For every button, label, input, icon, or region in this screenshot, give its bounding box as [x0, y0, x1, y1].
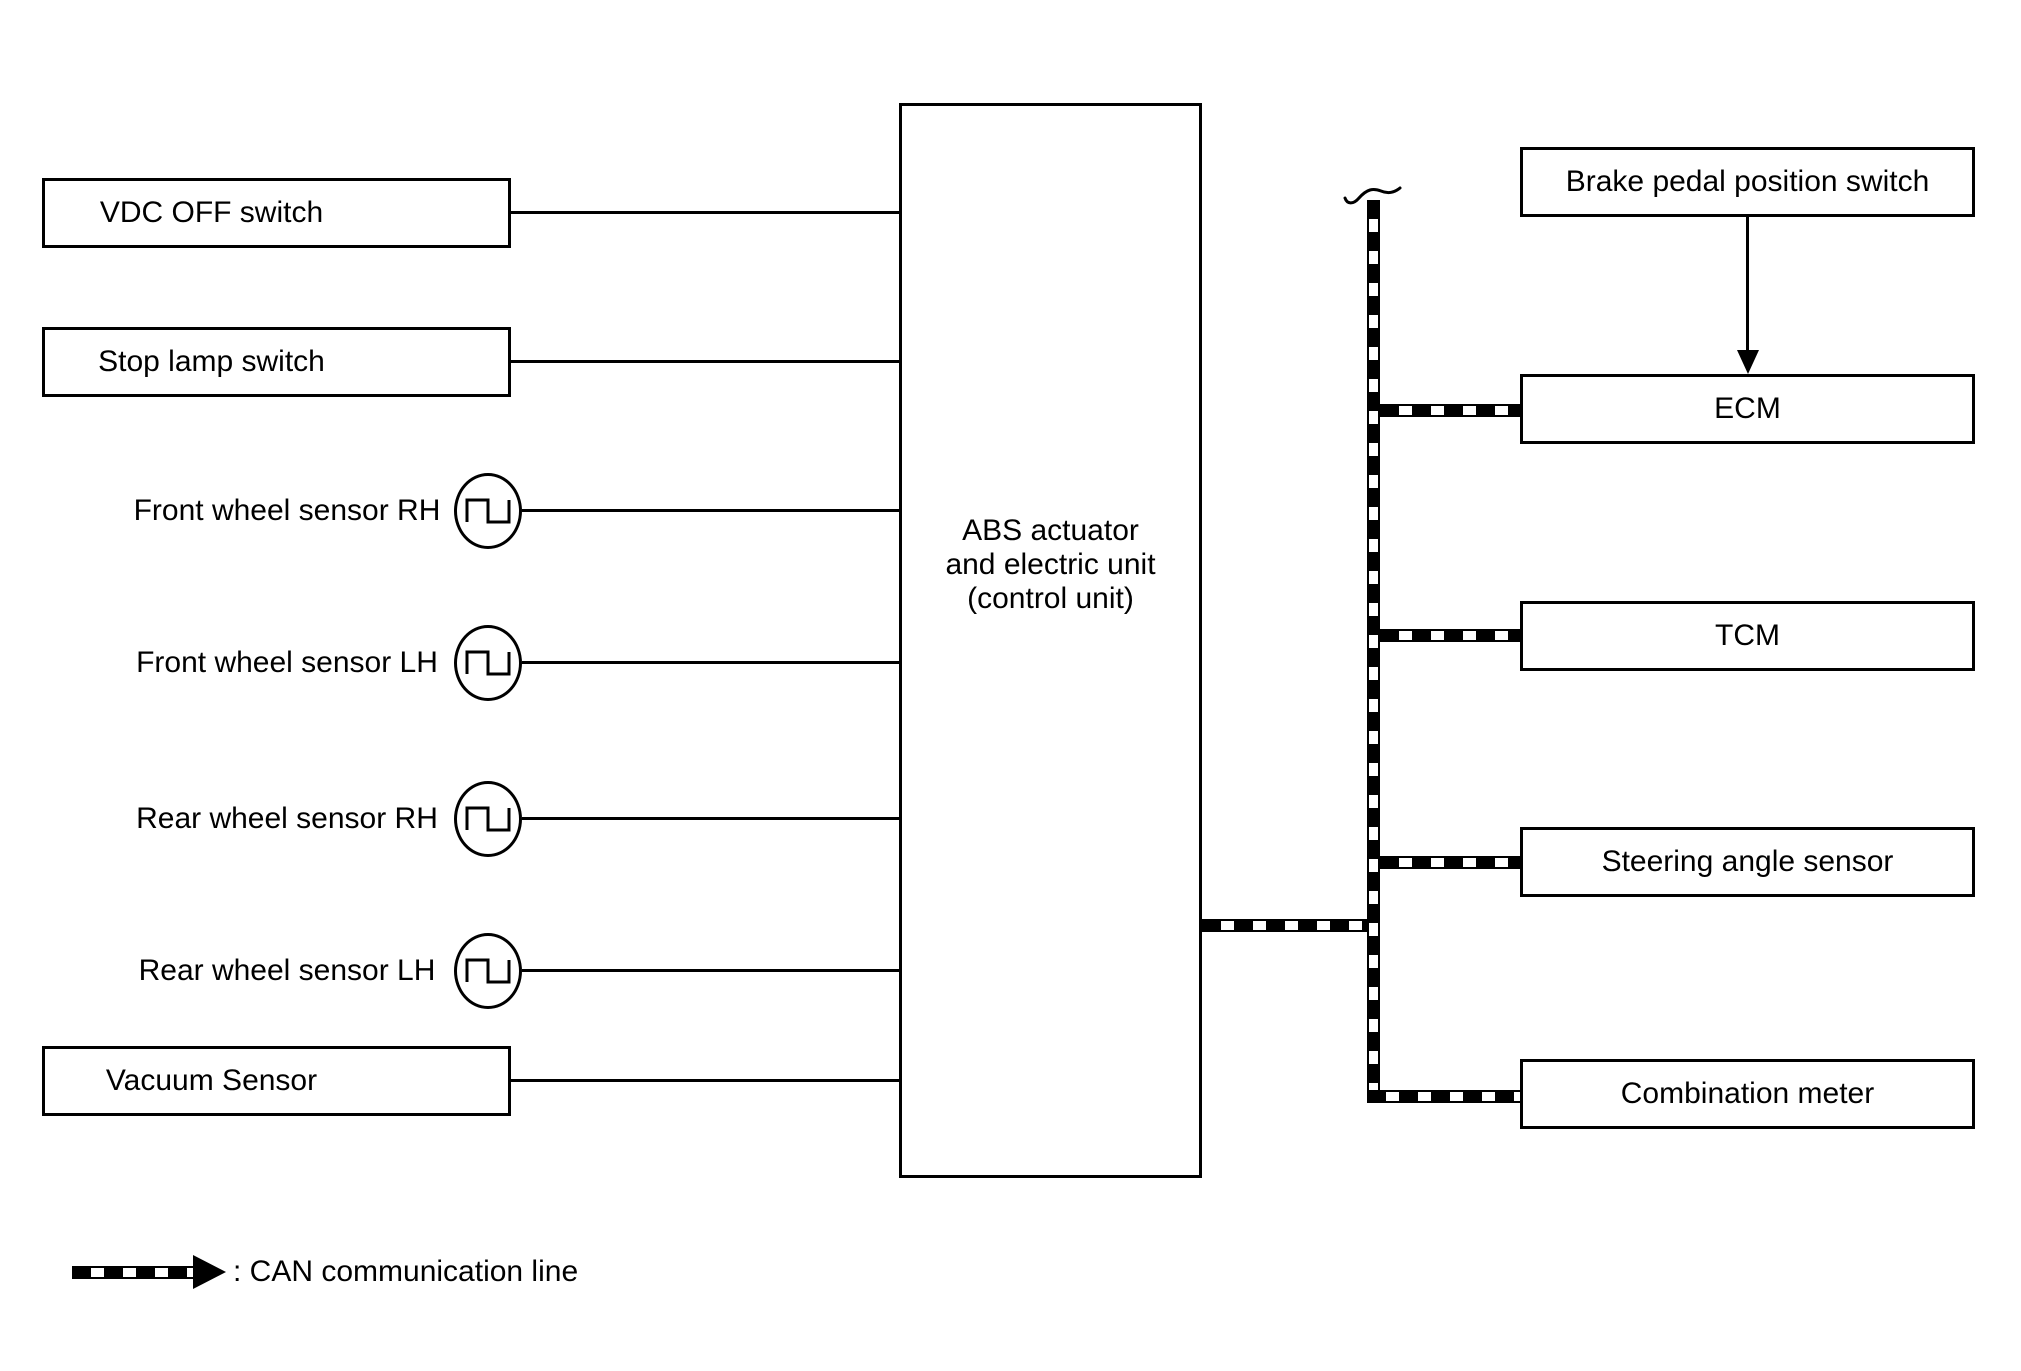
box-stop-lamp-switch: Stop lamp switch [42, 327, 511, 397]
legend-can-line-sample [72, 1266, 193, 1279]
label-stop-lamp-switch: Stop lamp switch [98, 345, 325, 378]
label-rear-wheel-sensor-rh: Rear wheel sensor RH [136, 802, 438, 835]
abs-label-line2: and electric unit [945, 548, 1156, 581]
label-front-wheel-sensor-lh: Front wheel sensor LH [136, 646, 438, 679]
square-wave-glyph [465, 498, 511, 524]
pulse-signal-icon [454, 933, 522, 1009]
break-squiggle-icon [1343, 186, 1402, 205]
can-bus-vertical [1367, 200, 1380, 1103]
wire-stop-lamp-to-abs [511, 360, 899, 363]
can-branch-ecm [1380, 404, 1520, 417]
label-tcm: TCM [1715, 619, 1780, 652]
abs-label-line1: ABS actuator [962, 514, 1139, 547]
wire-front-lh-to-abs [522, 661, 899, 664]
wire-front-rh-to-abs [522, 509, 899, 512]
label-vacuum-sensor: Vacuum Sensor [105, 1064, 318, 1097]
abs-label-line3: (control unit) [967, 582, 1134, 615]
box-abs-actuator: ABS actuator and electric unit (control … [899, 103, 1202, 1178]
square-wave-glyph [465, 958, 511, 984]
label-front-wheel-sensor-rh: Front wheel sensor RH [133, 494, 441, 527]
box-vacuum-sensor: Vacuum Sensor [42, 1046, 511, 1116]
box-combination-meter: Combination meter [1520, 1059, 1975, 1129]
wire-rear-lh-to-abs [522, 969, 899, 972]
pulse-signal-icon [454, 473, 522, 549]
label-ecm: ECM [1714, 392, 1781, 425]
box-brake-pedal-position-switch: Brake pedal position switch [1520, 147, 1975, 217]
square-wave-glyph [465, 650, 511, 676]
arrowhead-down-icon [1737, 350, 1759, 374]
label-brake-pedal-position-switch: Brake pedal position switch [1565, 165, 1930, 198]
box-ecm: ECM [1520, 374, 1975, 444]
wire-vacuum-to-abs [511, 1079, 899, 1082]
label-combination-meter: Combination meter [1620, 1077, 1875, 1110]
label-rear-wheel-sensor-lh: Rear wheel sensor LH [138, 954, 436, 987]
wire-rear-rh-to-abs [522, 817, 899, 820]
square-wave-glyph [465, 806, 511, 832]
box-tcm: TCM [1520, 601, 1975, 671]
can-line-abs-to-bus [1202, 919, 1368, 932]
box-vdc-off-switch: VDC OFF switch [42, 178, 511, 248]
can-branch-tcm [1380, 629, 1520, 642]
label-abs-actuator: ABS actuator and electric unit (control … [902, 514, 1199, 616]
legend-arrowhead-icon [193, 1255, 226, 1289]
can-branch-steering [1380, 856, 1520, 869]
can-branch-combination-meter [1367, 1090, 1520, 1103]
label-vdc-off-switch: VDC OFF switch [99, 196, 324, 229]
label-steering-angle-sensor: Steering angle sensor [1601, 845, 1894, 878]
arrow-line-brake-to-ecm [1746, 217, 1749, 352]
box-steering-angle-sensor: Steering angle sensor [1520, 827, 1975, 897]
legend-label: : CAN communication line [233, 1255, 579, 1288]
pulse-signal-icon [454, 625, 522, 701]
pulse-signal-icon [454, 781, 522, 857]
wire-vdc-to-abs [511, 211, 899, 214]
